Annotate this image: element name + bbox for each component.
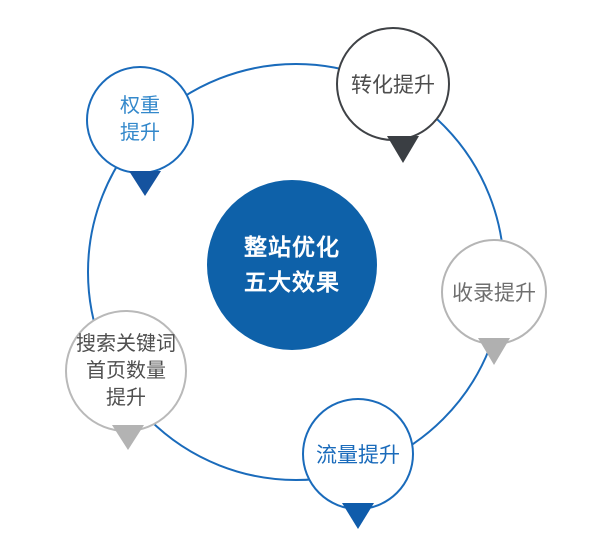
- center-circle: [207, 180, 377, 350]
- keyword-homepage-boost-arrow-icon: [112, 425, 144, 450]
- conversion-boost-arrow-icon: [387, 136, 419, 163]
- traffic-boost-node-circle: [302, 398, 414, 510]
- weight-boost-node-circle: [86, 66, 194, 174]
- indexing-boost-arrow-icon: [478, 338, 510, 365]
- weight-boost-arrow-icon: [129, 171, 161, 196]
- keyword-homepage-boost-node-circle: [65, 310, 187, 432]
- traffic-boost-arrow-icon: [342, 503, 374, 529]
- conversion-boost-node-circle: [336, 27, 450, 141]
- indexing-boost-node-circle: [441, 239, 547, 345]
